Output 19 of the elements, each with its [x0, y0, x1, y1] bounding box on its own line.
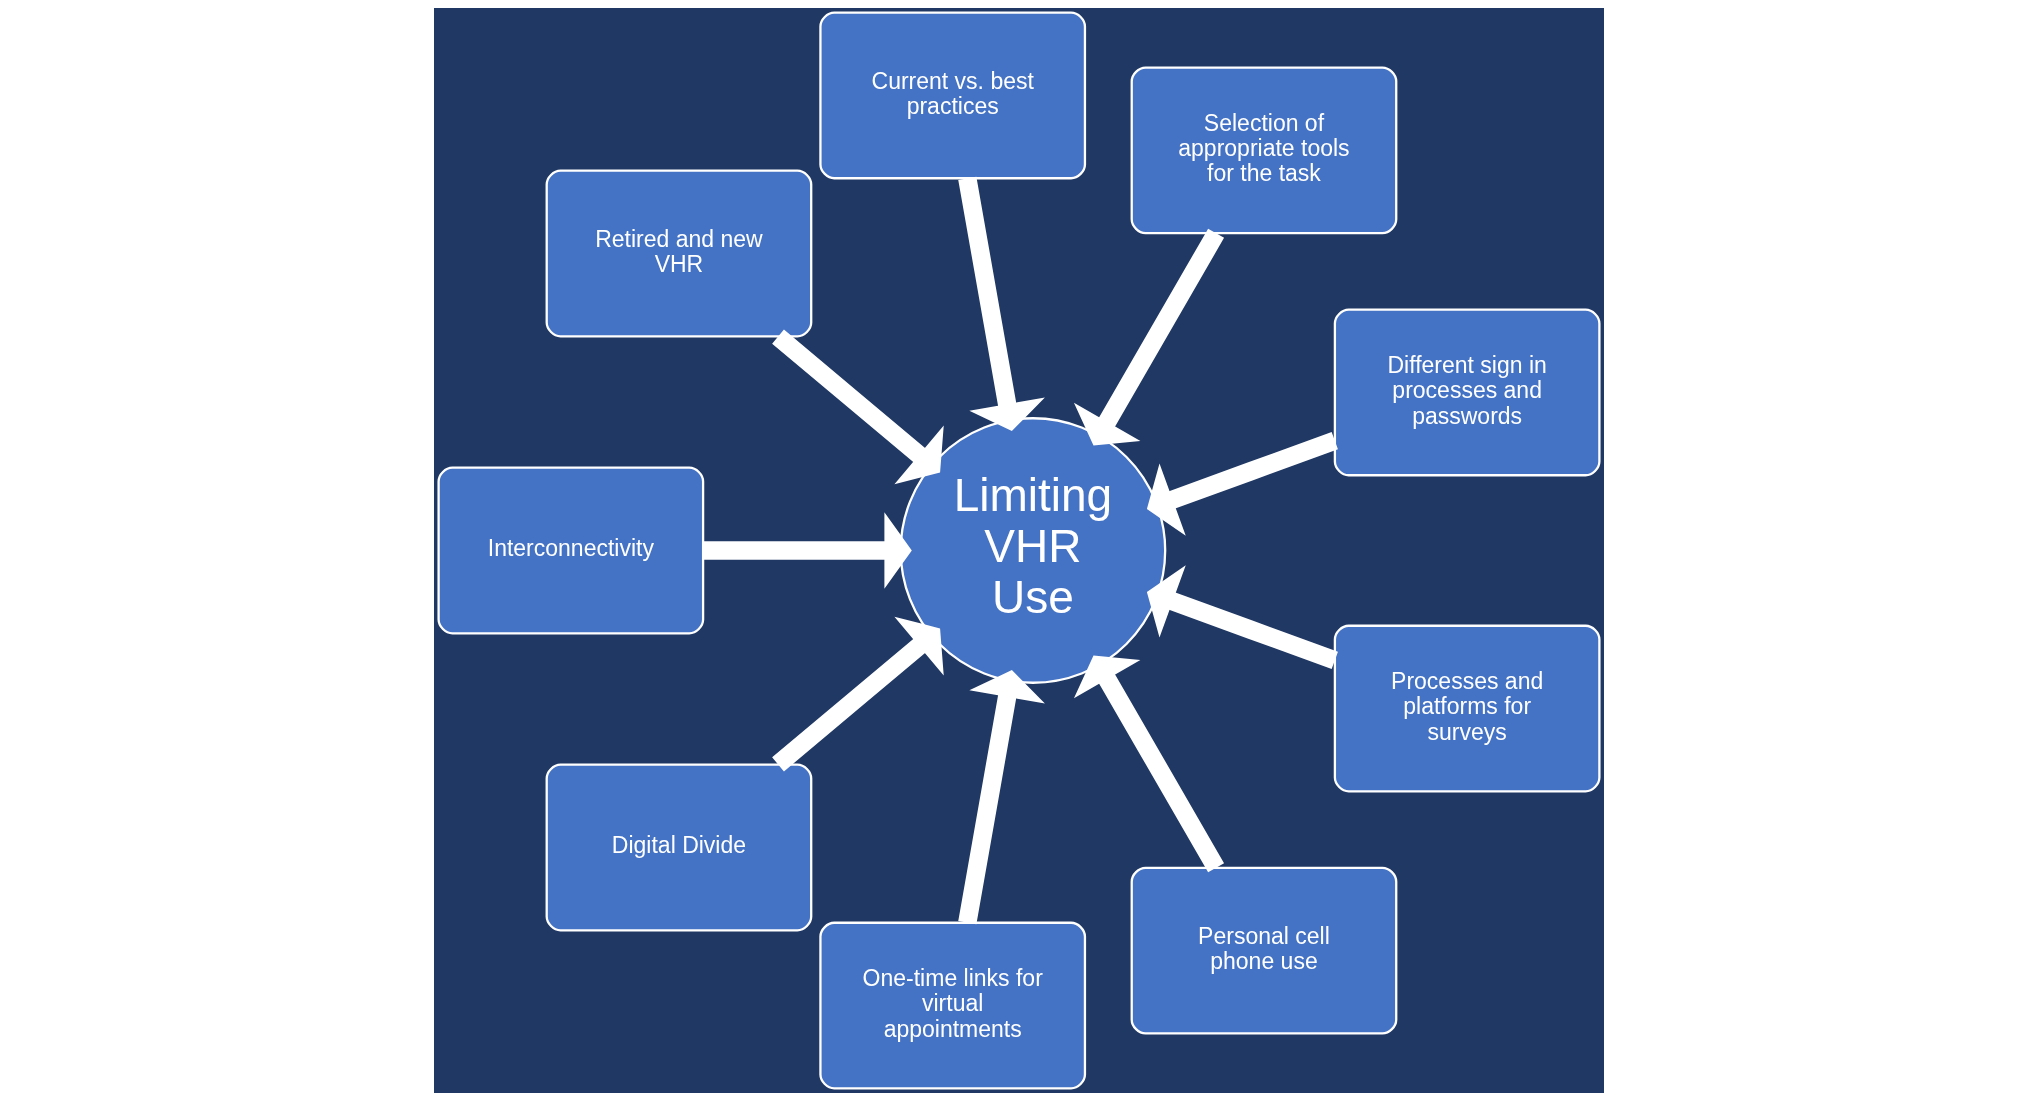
arrow	[1073, 655, 1225, 873]
node-box: Current vs. best practices	[819, 11, 1087, 180]
arrow	[703, 512, 912, 589]
node-box: Selection of appropriate tools for the task	[1130, 66, 1398, 235]
node-box: Processes and platforms for surveys	[1333, 624, 1601, 793]
arrow	[1073, 228, 1225, 446]
node-box: Interconnectivity	[437, 466, 705, 635]
arrow	[772, 329, 944, 485]
node-box: Personal cell phone use	[1130, 866, 1398, 1035]
arrow	[958, 669, 1045, 925]
node-box: Different sign in processes and passwords	[1333, 308, 1601, 477]
node-box: One-time links for virtual appointments	[819, 921, 1087, 1090]
arrow	[772, 616, 944, 772]
node-circle: Limiting VHR Use	[899, 417, 1167, 684]
node-box: Retired and new VHR	[545, 169, 813, 338]
arrow	[1146, 565, 1338, 669]
arrow	[958, 176, 1045, 432]
arrow	[1146, 432, 1338, 536]
node-box: Digital Divide	[545, 763, 813, 932]
